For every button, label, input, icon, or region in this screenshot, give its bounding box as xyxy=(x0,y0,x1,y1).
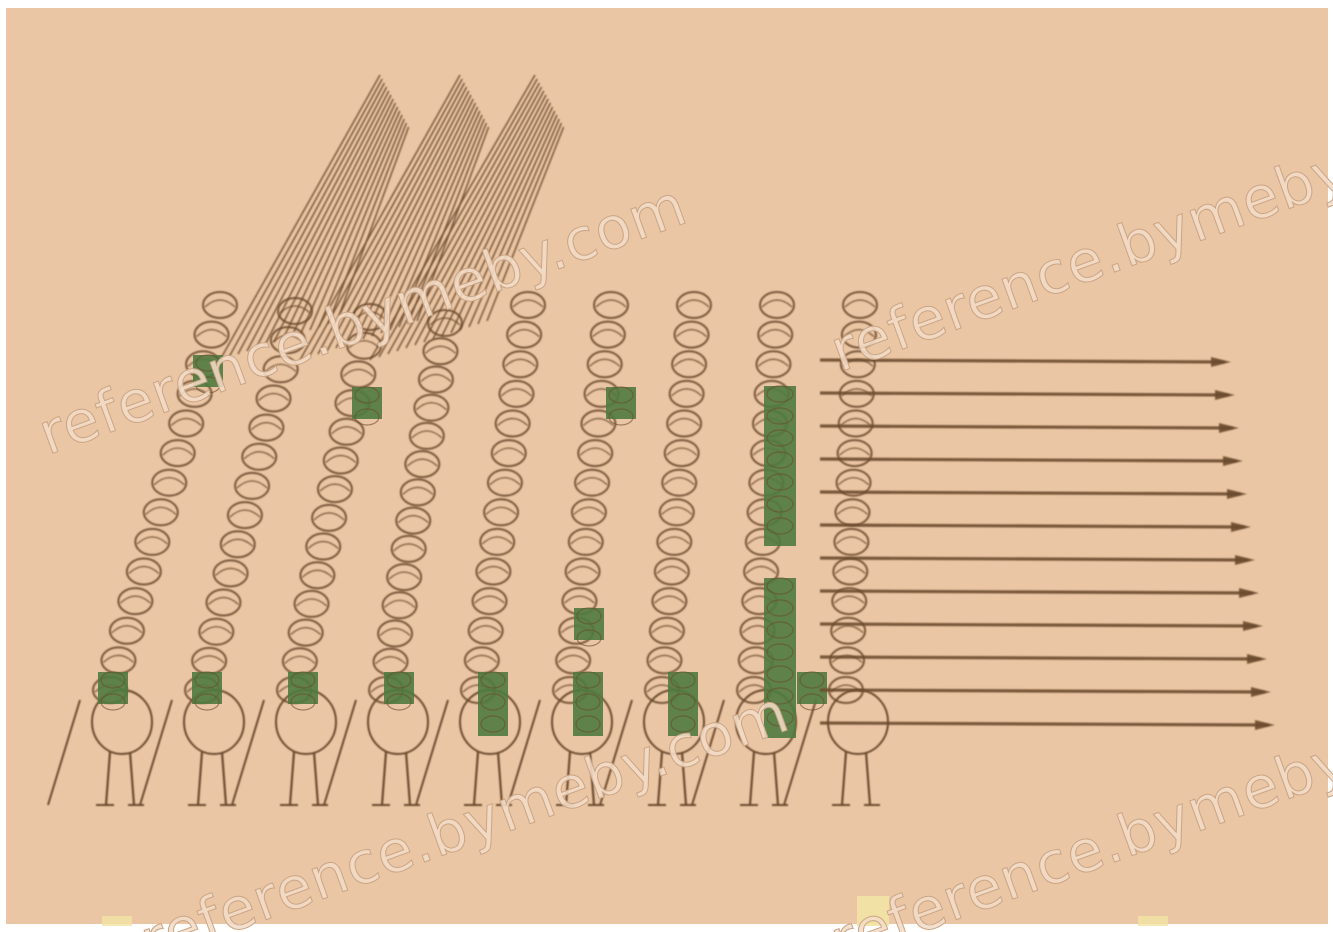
level-spear xyxy=(820,690,1265,692)
level-spear xyxy=(820,723,1269,725)
level-spear xyxy=(820,657,1261,659)
level-spear xyxy=(820,624,1257,626)
highlighted-shield xyxy=(573,672,603,736)
stain-mark xyxy=(102,916,132,926)
level-spear xyxy=(820,558,1249,560)
level-spear xyxy=(820,393,1229,395)
level-spear xyxy=(820,492,1241,494)
stain-mark xyxy=(1138,916,1168,926)
level-spear xyxy=(820,426,1233,428)
level-spear xyxy=(820,459,1237,461)
highlighted-shield xyxy=(478,672,508,736)
level-spear xyxy=(820,525,1245,527)
level-spear xyxy=(820,591,1253,593)
